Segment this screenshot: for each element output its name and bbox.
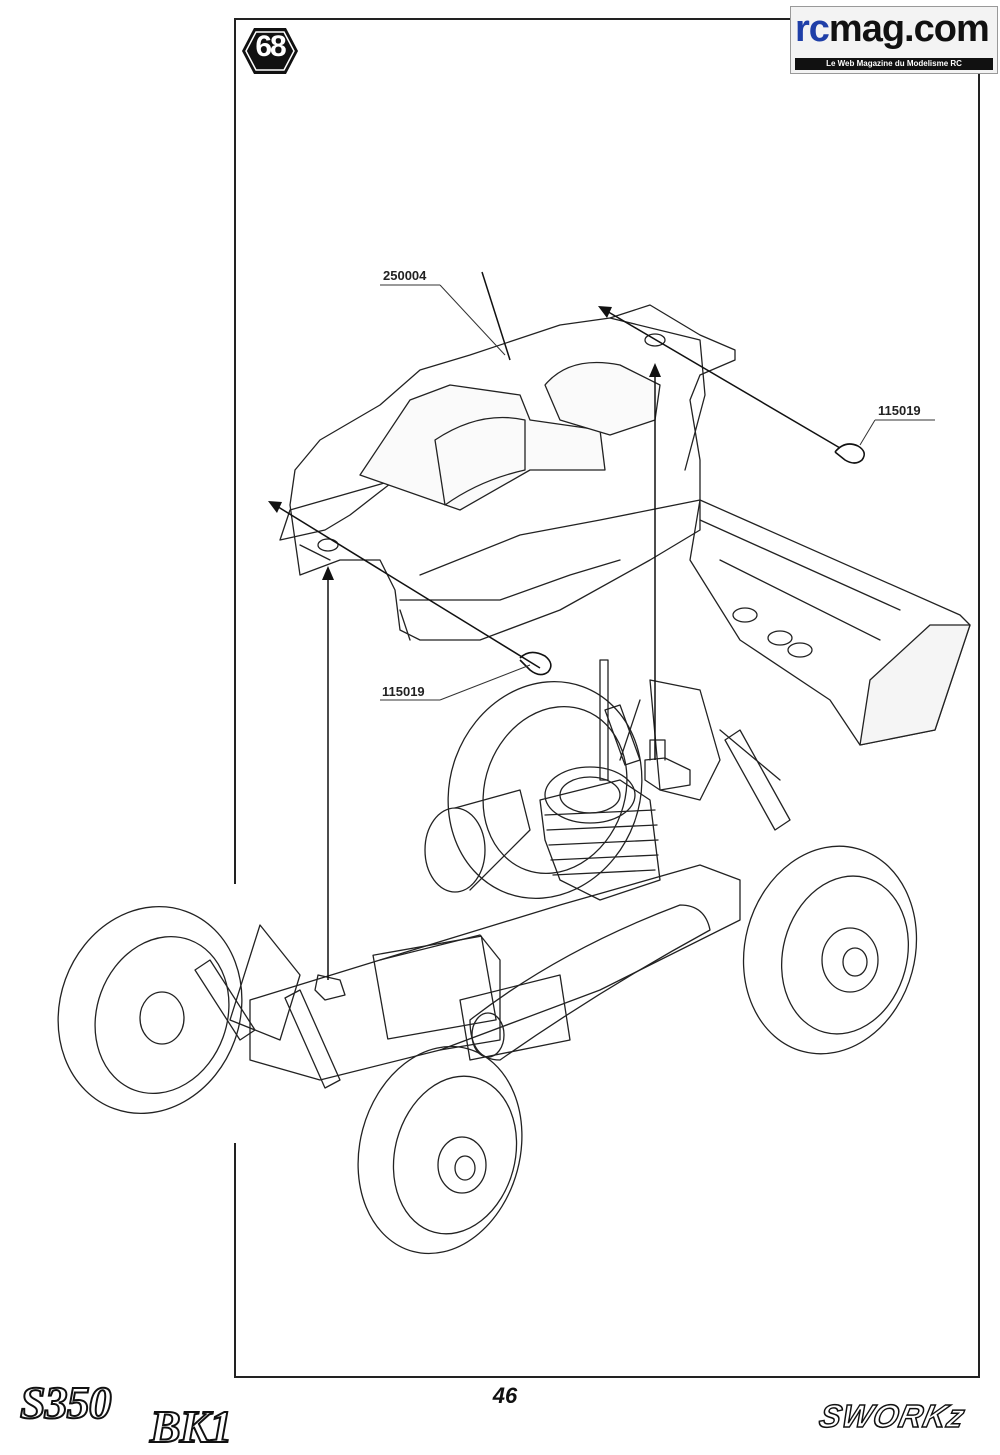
front-right-wheel	[357, 1045, 523, 1255]
logo-mag-text: mag.com	[828, 8, 990, 50]
assembly-arrows	[268, 306, 661, 580]
model-logo-suffix: BK1	[149, 1400, 233, 1453]
rear-wing	[689, 499, 971, 746]
brand-logo: SWORKz	[816, 1397, 970, 1435]
logo-wordmark: rcmag.com	[795, 8, 990, 50]
rear-left-wheel	[447, 680, 643, 900]
label-leaders	[380, 284, 935, 701]
body-shell	[279, 304, 736, 641]
logo-tagline: Le Web Magazine du Modelisme RC	[795, 58, 993, 70]
front-left-wheel	[57, 905, 243, 1115]
body-clip-rear-icon	[834, 443, 866, 464]
part-label-clip-front: 115019	[382, 684, 425, 699]
rear-body-mount-hole	[644, 333, 666, 347]
step-badge-icon	[242, 28, 298, 74]
rcmag-logo: rcmag.com Le Web Magazine du Modelisme R…	[790, 6, 998, 74]
front-body-mount-hole	[317, 538, 339, 552]
rear-right-wheel	[742, 845, 918, 1055]
step-number: 68	[255, 30, 286, 63]
page-number: 46	[492, 1383, 518, 1408]
model-logo-main: S350	[19, 1376, 113, 1429]
part-label-body: 250004	[383, 268, 427, 283]
page-frame	[234, 18, 980, 1378]
part-label-clip-rear: 115019	[878, 403, 921, 418]
assembly-guides	[274, 271, 841, 980]
logo-rc-text: rc	[795, 8, 830, 50]
body-clip-front-icon	[519, 651, 552, 676]
chassis	[194, 659, 791, 1089]
